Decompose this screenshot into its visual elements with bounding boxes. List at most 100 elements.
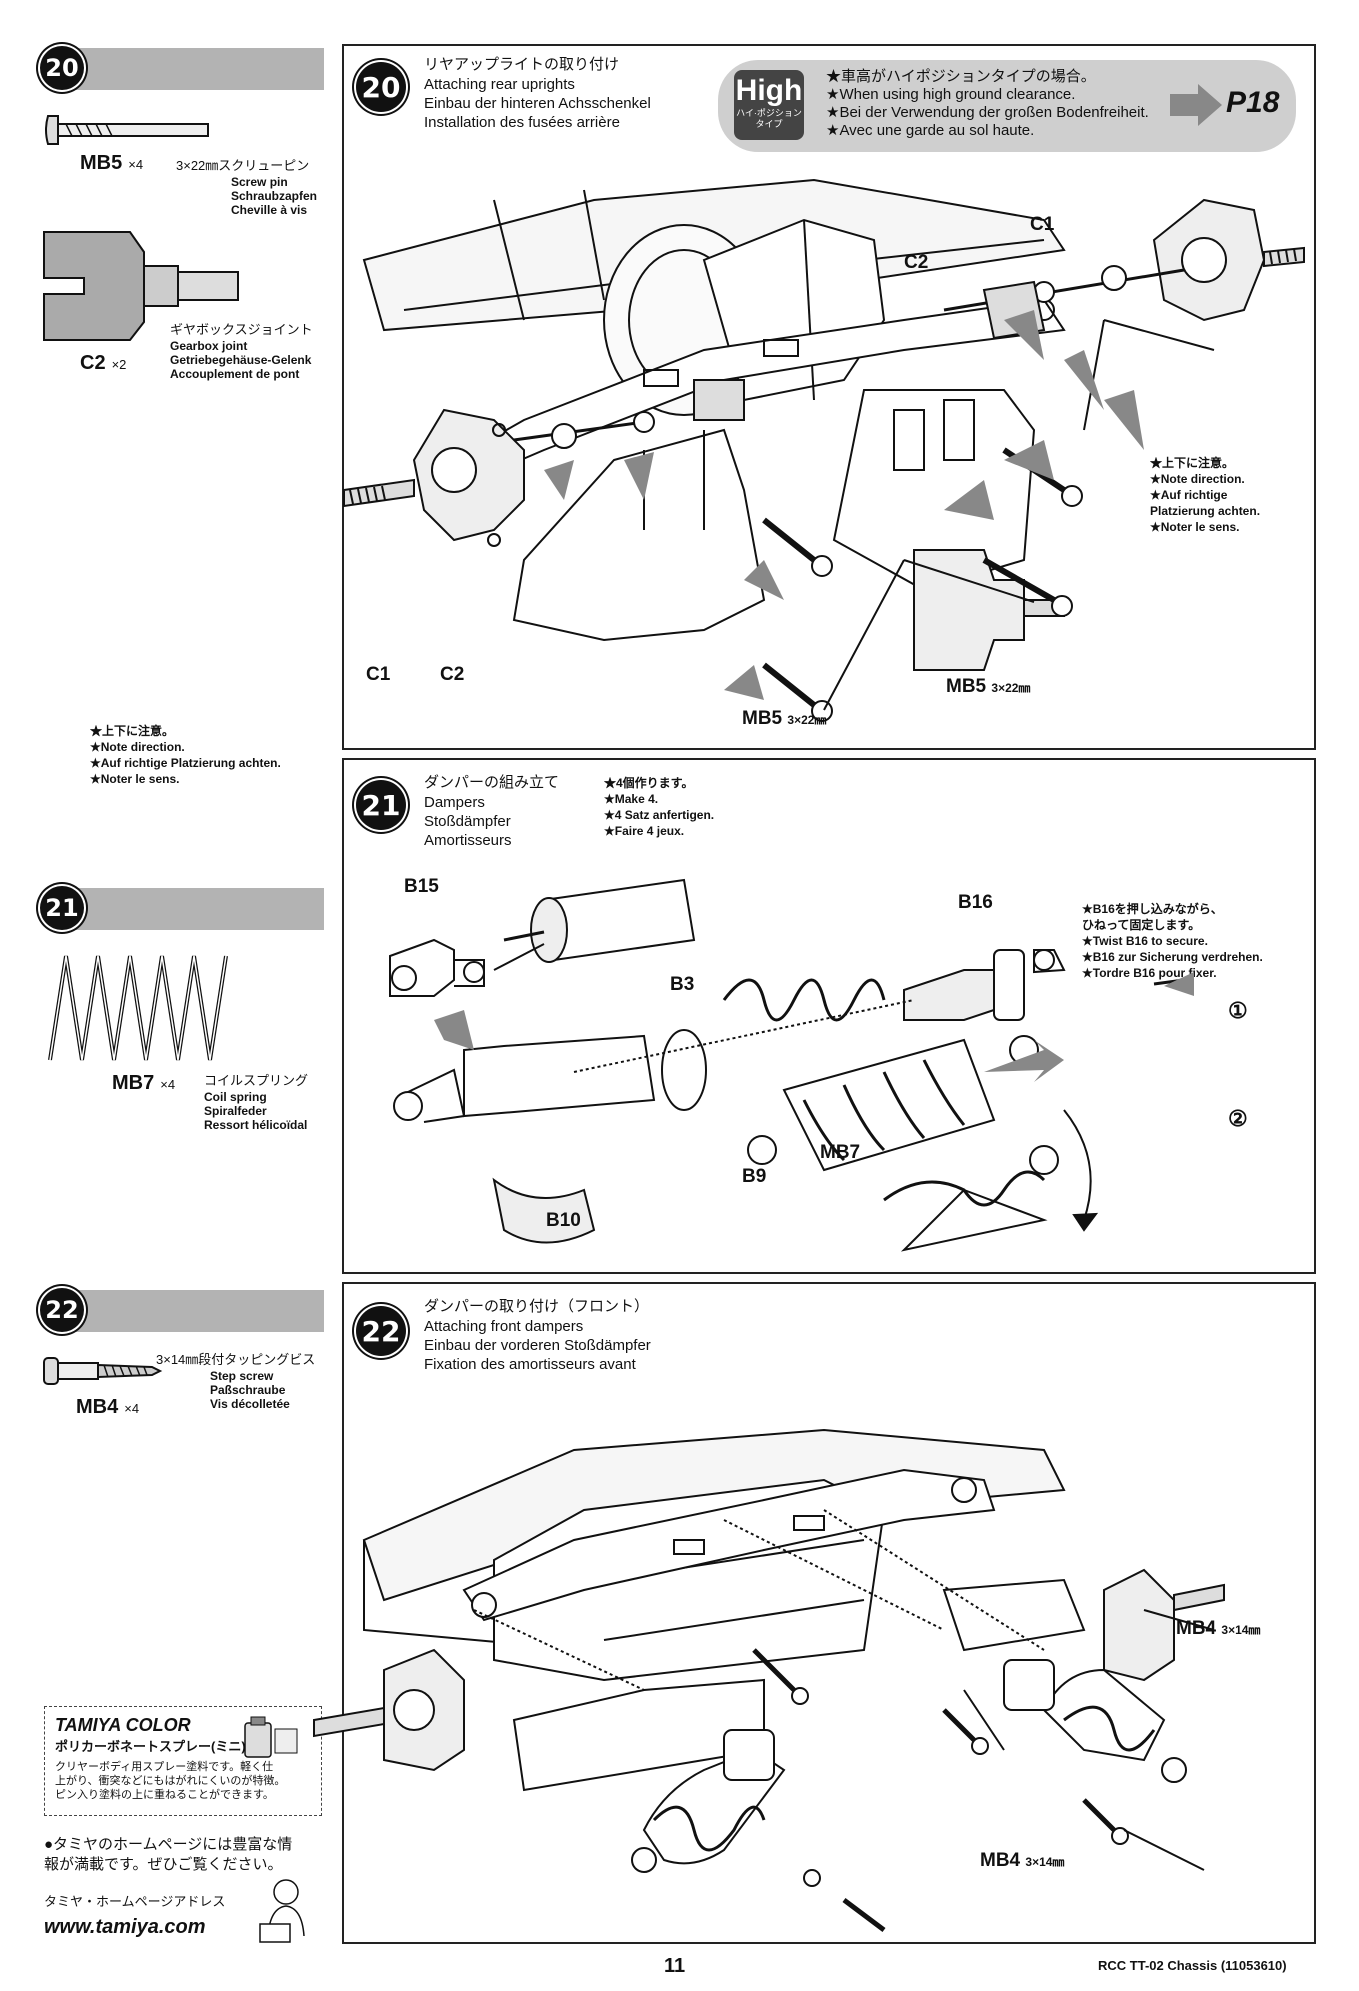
twist-note-en: ★Twist B16 to secure. xyxy=(1082,934,1208,948)
step-screw-illustration xyxy=(43,1357,163,1385)
step-marker-2: ② xyxy=(1228,1106,1248,1131)
step21-title-de: Stoßdämpfer xyxy=(424,813,511,830)
step21-number-badge: 21 xyxy=(40,886,84,930)
make-note-fr: ★Faire 4 jeux. xyxy=(604,824,685,838)
mb5-name-en: Screw pin xyxy=(231,175,288,189)
high-badge-text: High xyxy=(735,74,803,107)
mb4-name-fr: Vis décolletée xyxy=(210,1397,290,1411)
step-marker-1: ① xyxy=(1228,998,1248,1023)
make-note-de: ★4 Satz anfertigen. xyxy=(604,808,715,822)
step22-panel-badge: 22 xyxy=(356,1306,406,1356)
step20-panel xyxy=(342,44,1316,750)
step20-right-note-en: ★Note direction. xyxy=(1150,472,1245,486)
high-note-de: ★Bei der Verwendung der großen Bodenfrei… xyxy=(826,104,1149,121)
page-ref-p18[interactable]: P18 xyxy=(1226,86,1280,119)
c2-name-en: Gearbox joint xyxy=(170,339,248,353)
c2-jp-name: ギヤボックスジョイント xyxy=(170,322,313,337)
step20-title-jp: リヤアップライトの取り付け xyxy=(424,56,620,73)
step21-title-jp: ダンパーの組み立て xyxy=(424,774,560,791)
twist-note-jp2: ひねって固定します。 xyxy=(1082,918,1201,932)
step20-right-note-fr: ★Noter le sens. xyxy=(1150,520,1240,534)
coil-spring-illustration xyxy=(48,955,228,1061)
twist-note-de: ★B16 zur Sicherung verdrehen. xyxy=(1082,950,1263,964)
step20-left-note-jp: ★上下に注意。 xyxy=(90,724,175,738)
person-at-computer-icon xyxy=(259,1879,305,1943)
label-c1-top: C1 xyxy=(1030,214,1055,235)
high-note-fr: ★Avec une garde au sol haute. xyxy=(826,122,1035,139)
c2-name-de: Getriebegehäuse-Gelenk xyxy=(170,353,312,367)
label-b3: B3 xyxy=(670,974,695,995)
high-badge-subtext: ハイ·ポジション タイプ xyxy=(736,108,802,129)
ad-body-2: 上がり、衝突などにもはがれにくいのが特徴。 xyxy=(55,1775,286,1787)
high-position-box: High ハイ·ポジション タイプ ★車高がハイポジションタイプの場合。 ★Wh… xyxy=(718,60,1296,152)
step22-title-fr: Fixation des amortisseurs avant xyxy=(424,1356,636,1373)
mb4-name-de: Paßschraube xyxy=(210,1383,286,1397)
step20-left-note-de: ★Auf richtige Platzierung achten. xyxy=(90,756,281,770)
mb7-name-fr: Ressort hélicoïdal xyxy=(204,1118,308,1132)
ad-body-1: クリヤーボディ用スプレー塗料です。軽く仕 xyxy=(55,1761,274,1773)
mb4-jp-name: 3×14㎜段付タッピングビス xyxy=(156,1352,316,1367)
step22-title-jp: ダンパーの取り付け（フロント） xyxy=(424,1298,650,1315)
mb4-part-code: MB4×4 xyxy=(76,1396,140,1418)
arrow-right-icon xyxy=(1170,84,1222,126)
mb7-jp-name: コイルスプリング xyxy=(204,1073,309,1088)
homepage-url[interactable]: www.tamiya.com xyxy=(44,1916,206,1938)
high-note-en: ★When using high ground clearance. xyxy=(826,86,1076,103)
step20-panel-badge: 20 xyxy=(356,62,406,112)
step21-title-fr: Amortisseurs xyxy=(424,832,512,849)
c2-part-code: C2×2 xyxy=(80,352,127,374)
rear-upright-assembly-diagram xyxy=(343,178,1305,722)
step20-right-note-jp: ★上下に注意。 xyxy=(1150,456,1235,470)
high-note-jp: ★車高がハイポジションタイプの場合。 xyxy=(826,68,1096,85)
label-c2-top: C2 xyxy=(904,252,929,273)
mb5-name-de: Schraubzapfen xyxy=(231,189,318,203)
step20-parts-header xyxy=(52,48,324,90)
step22-parts-header xyxy=(52,1290,324,1332)
step22-title-de: Einbau der vorderen Stoßdämpfer xyxy=(424,1337,651,1354)
step22-number-badge: 22 xyxy=(40,1288,84,1332)
spray-can-icon xyxy=(244,1716,298,1758)
step21-parts-header xyxy=(52,888,324,930)
c2-name-fr: Accouplement de pont xyxy=(170,367,300,381)
step20-left-note-fr: ★Noter le sens. xyxy=(90,772,180,786)
step20-right-note-de2: Platzierung achten. xyxy=(1150,504,1261,518)
label-b15: B15 xyxy=(404,876,439,897)
label-mb4-top: MB4 3×14㎜ xyxy=(1176,1618,1261,1639)
label-b9: B9 xyxy=(742,1166,767,1187)
mb7-name-de: Spiralfeder xyxy=(204,1104,267,1118)
twist-note-jp1: ★B16を押し込みながら、 xyxy=(1082,902,1223,916)
mb5-part-code: MB5×4 xyxy=(80,152,144,174)
step20-right-note-de1: ★Auf richtige xyxy=(1150,488,1228,502)
make-note-en: ★Make 4. xyxy=(604,792,659,806)
ad-body-3: ピン入り塗料の上に重ねることができます。 xyxy=(55,1789,274,1801)
step20-number-badge: 20 xyxy=(40,46,84,90)
document-id: RCC TT-02 Chassis (11053610) xyxy=(1098,1958,1287,1973)
damper-assembly-diagram xyxy=(389,878,1194,1252)
label-mb7: MB7 xyxy=(820,1142,861,1163)
homepage-note-1: ●タミヤのホームページには豊富な情 xyxy=(44,1836,293,1853)
step20-left-note-en: ★Note direction. xyxy=(90,740,185,754)
twist-note-fr: ★Tordre B16 pour fixer. xyxy=(1082,966,1217,980)
label-b10: B10 xyxy=(546,1210,581,1231)
front-damper-assembly-diagram xyxy=(313,1428,1225,1932)
mb4-name-en: Step screw xyxy=(210,1369,274,1383)
step20-title-fr: Installation des fusées arrière xyxy=(424,114,620,131)
label-mb5-bottom: MB5 3×22㎜ xyxy=(742,708,827,729)
gearbox-joint-illustration xyxy=(43,231,239,341)
label-c2-bottom: C2 xyxy=(440,664,465,685)
step21-title-en: Dampers xyxy=(424,794,485,811)
page-number: 11 xyxy=(664,1955,686,1977)
step20-title-de: Einbau der hinteren Achsschenkel xyxy=(424,95,651,112)
tamiya-color-ad: TAMIYA COLOR ポリカーボネートスプレー(ミニ) クリヤーボディ用スプ… xyxy=(44,1706,322,1816)
label-b16: B16 xyxy=(958,892,993,913)
homepage-label: タミヤ・ホームページアドレス xyxy=(44,1894,226,1909)
step20-title-en: Attaching rear uprights xyxy=(424,76,575,93)
step21-panel-badge: 21 xyxy=(356,780,406,830)
label-mb4-bottom: MB4 3×14㎜ xyxy=(980,1850,1065,1871)
make-note-jp: ★4個作ります。 xyxy=(604,776,694,790)
mb5-jp-name: 3×22㎜スクリューピン xyxy=(176,158,310,173)
mb7-part-code: MB7×4 xyxy=(112,1072,176,1094)
homepage-note-2: 報が満載です。ぜひご覧ください。 xyxy=(44,1856,283,1873)
ad-brand: TAMIYA COLOR xyxy=(55,1715,191,1735)
label-mb5-right: MB5 3×22㎜ xyxy=(946,676,1031,697)
